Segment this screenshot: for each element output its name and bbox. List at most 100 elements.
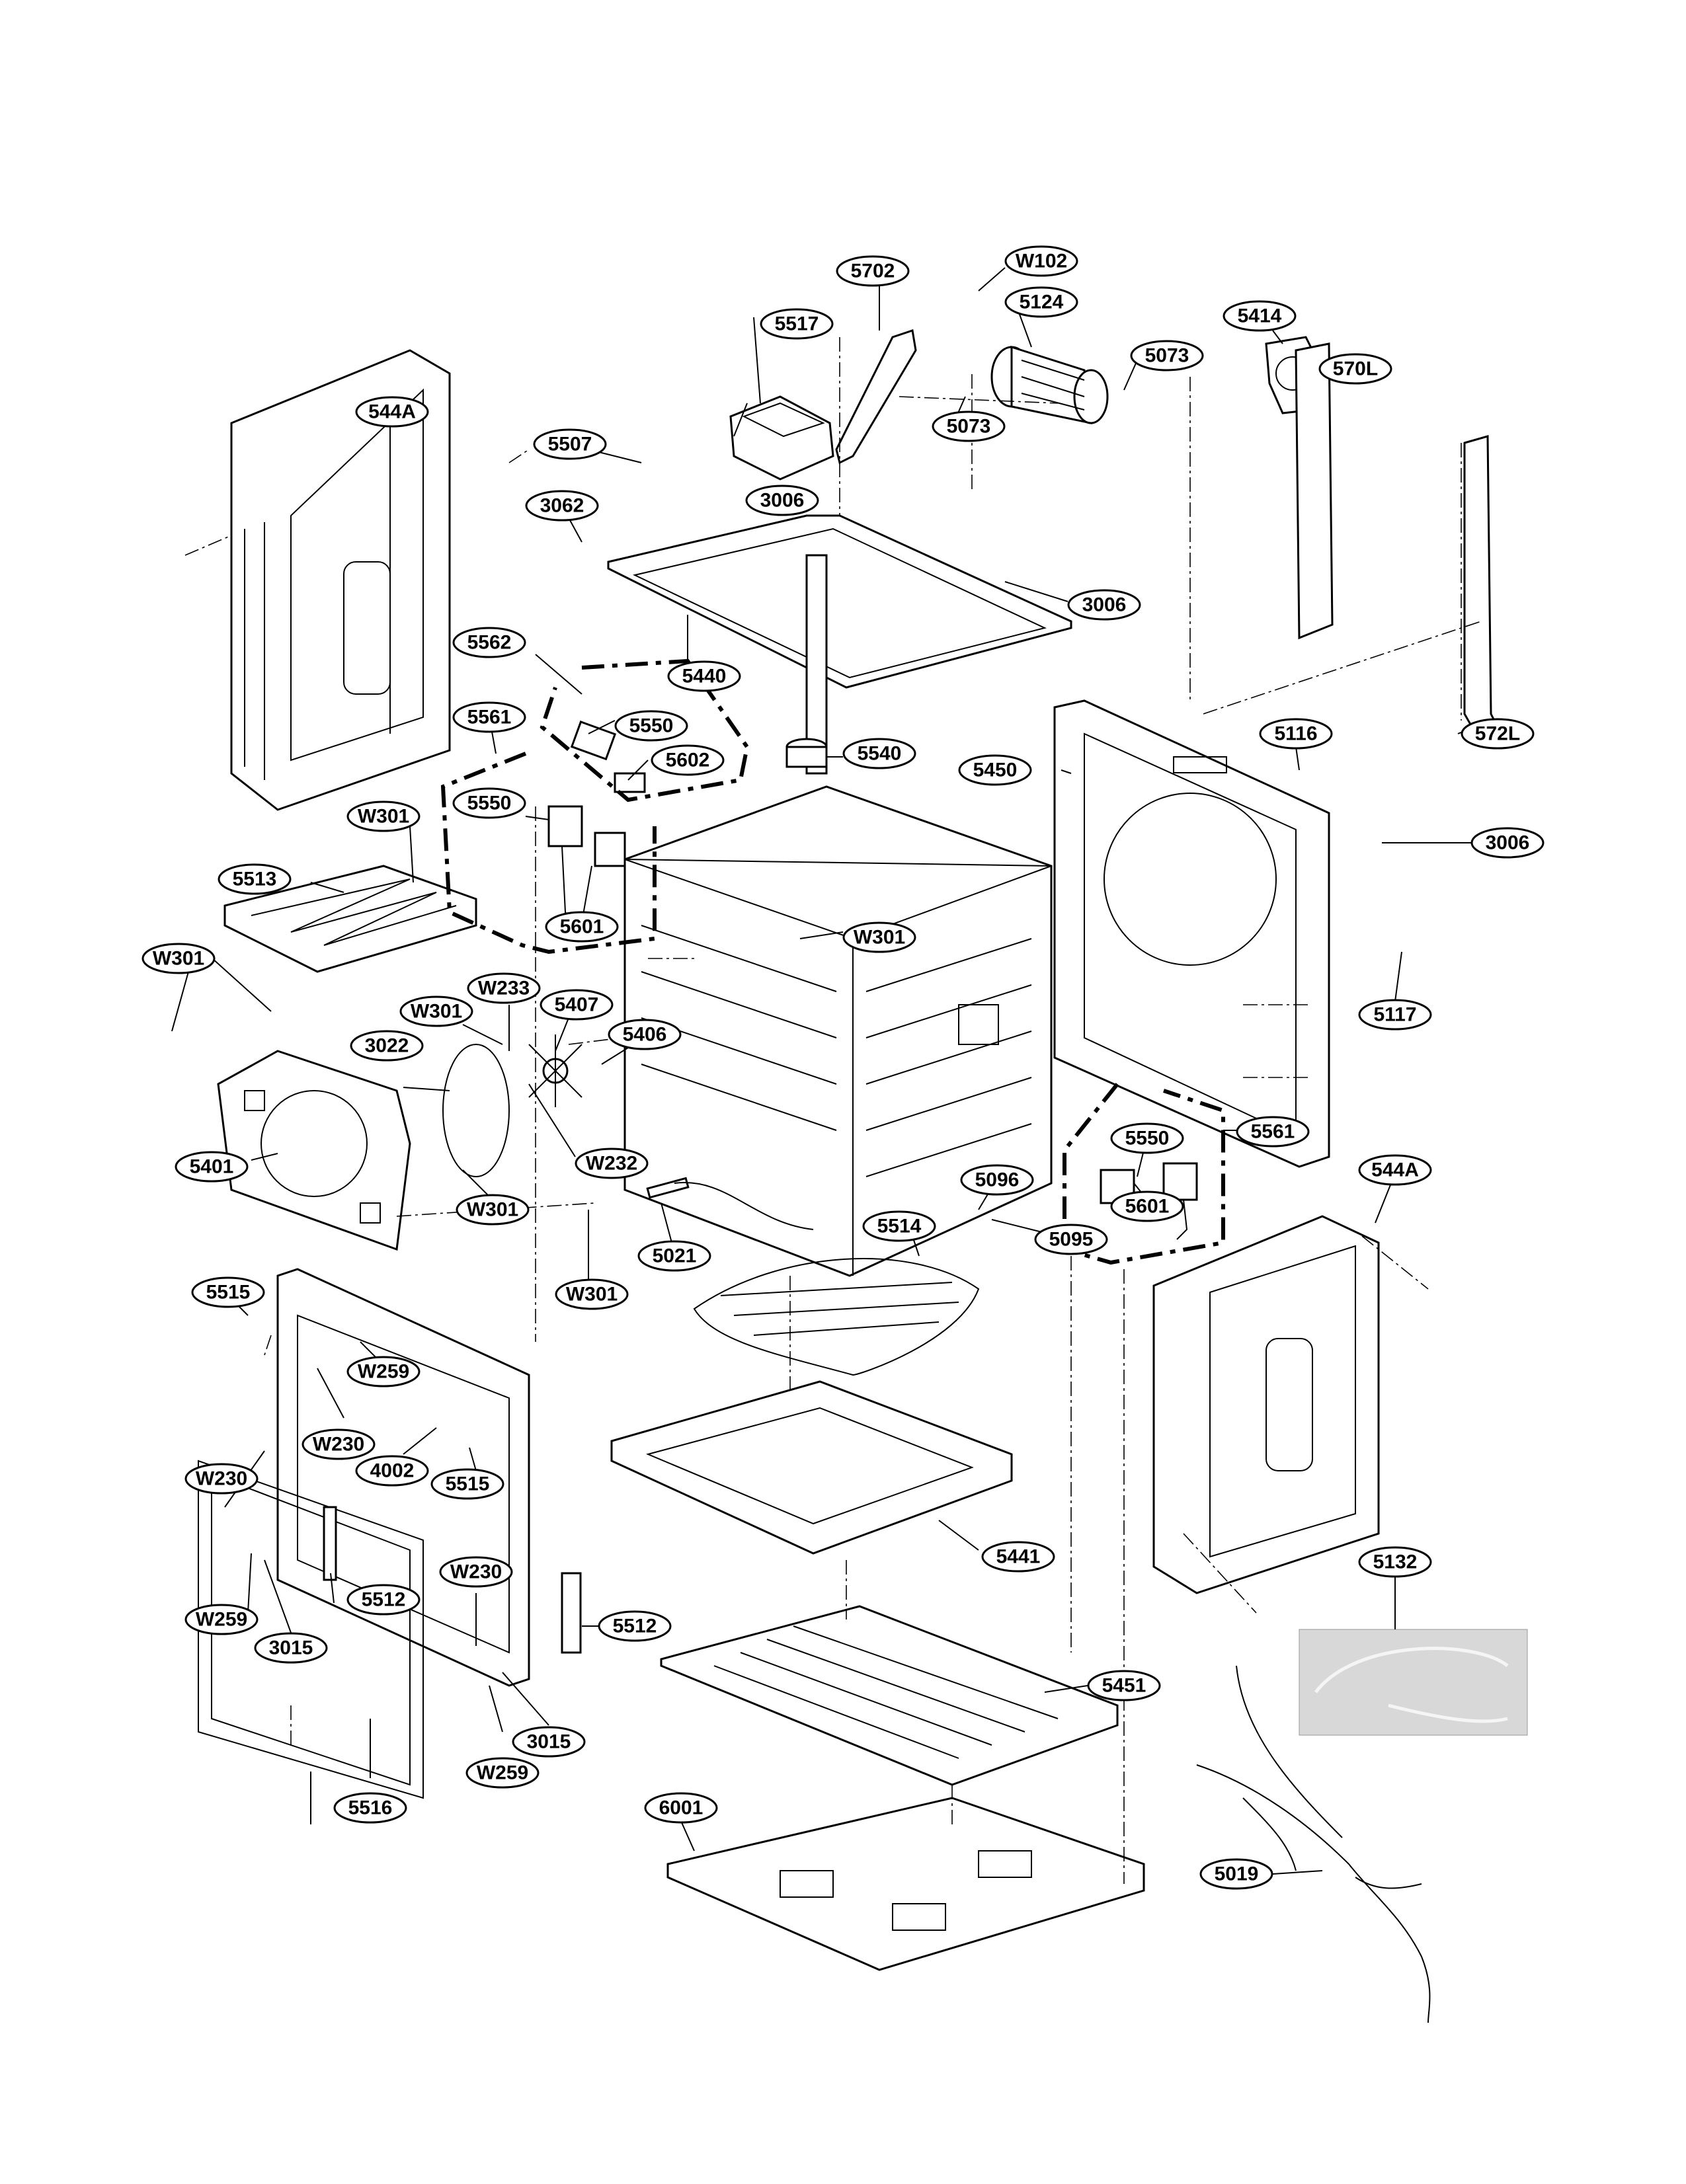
callout-label: 5602 xyxy=(666,750,710,771)
callout-label: 4002 xyxy=(370,1460,415,1482)
temperature-sensor xyxy=(646,1177,814,1230)
callout-5095[interactable]: 5095 xyxy=(1034,1224,1108,1255)
callout-5515-bottom[interactable]: 5515 xyxy=(430,1468,504,1500)
callout-5021[interactable]: 5021 xyxy=(637,1240,711,1272)
cooling-fan-assembly xyxy=(990,345,1109,424)
callout-5562[interactable]: 5562 xyxy=(452,627,526,658)
callout-5561-right[interactable]: 5561 xyxy=(1236,1116,1310,1148)
callout-w301-f[interactable]: W301 xyxy=(555,1278,629,1310)
vent-tube xyxy=(785,738,828,768)
callout-label: 5132 xyxy=(1373,1551,1418,1573)
callout-5517[interactable]: 5517 xyxy=(760,308,834,340)
callout-544a-bottom[interactable]: 544A xyxy=(1358,1154,1432,1186)
callout-5516[interactable]: 5516 xyxy=(333,1792,407,1824)
callout-w102[interactable]: W102 xyxy=(1004,245,1078,277)
callout-5550-right[interactable]: 5550 xyxy=(1110,1122,1184,1154)
callout-5601-right[interactable]: 5601 xyxy=(1110,1190,1184,1222)
callout-label: 6001 xyxy=(659,1797,703,1819)
callout-5602[interactable]: 5602 xyxy=(651,744,725,776)
callout-3006-right[interactable]: 3006 xyxy=(1067,589,1141,621)
callout-3022[interactable]: 3022 xyxy=(350,1030,424,1062)
control-housing xyxy=(729,395,834,481)
callout-5550-left[interactable]: 5550 xyxy=(452,787,526,819)
oven-cavity xyxy=(623,785,1053,1277)
callout-5117[interactable]: 5117 xyxy=(1358,999,1432,1031)
callout-5512-right[interactable]: 5512 xyxy=(598,1610,672,1642)
callout-w259-a[interactable]: W259 xyxy=(346,1356,421,1387)
callout-5601-left[interactable]: 5601 xyxy=(545,911,619,943)
callout-5540[interactable]: 5540 xyxy=(842,738,916,769)
callout-layer: W102 5702 5124 5517 5414 5073 5073 544A … xyxy=(141,245,1545,1890)
callout-5414[interactable]: 5414 xyxy=(1223,300,1297,332)
callout-5401[interactable]: 5401 xyxy=(175,1151,249,1183)
callout-3006-side[interactable]: 3006 xyxy=(1470,827,1545,859)
bottom-panel xyxy=(660,1605,1119,1786)
callout-3015-left[interactable]: 3015 xyxy=(254,1632,328,1664)
callout-5513[interactable]: 5513 xyxy=(218,863,292,895)
side-panel-right xyxy=(1152,1215,1380,1594)
callout-3006-top[interactable]: 3006 xyxy=(745,485,819,516)
callout-label: 5441 xyxy=(996,1546,1041,1568)
callout-4002[interactable]: 4002 xyxy=(355,1455,429,1487)
callout-544a-top[interactable]: 544A xyxy=(355,396,429,428)
callout-5440[interactable]: 5440 xyxy=(667,660,741,692)
callout-3062[interactable]: 3062 xyxy=(525,490,599,522)
callout-5514[interactable]: 5514 xyxy=(862,1210,936,1242)
convection-fan-cover xyxy=(217,1050,411,1251)
callout-5073-left[interactable]: 5073 xyxy=(932,410,1006,442)
callout-label: 544A xyxy=(368,401,416,423)
convection-fan-blade xyxy=(528,1034,582,1107)
callout-5702[interactable]: 5702 xyxy=(836,255,910,287)
callout-570l[interactable]: 570L xyxy=(1318,353,1392,385)
callout-w301-c[interactable]: W301 xyxy=(141,943,216,974)
callout-5124[interactable]: 5124 xyxy=(1004,286,1078,318)
callout-5096[interactable]: 5096 xyxy=(960,1164,1034,1196)
callout-label: 5019 xyxy=(1215,1863,1259,1885)
callout-5561-top[interactable]: 5561 xyxy=(452,701,526,733)
callout-5407[interactable]: 5407 xyxy=(540,989,614,1021)
callout-5451[interactable]: 5451 xyxy=(1087,1670,1161,1701)
callout-label: W301 xyxy=(467,1199,518,1221)
callout-w301-b[interactable]: W301 xyxy=(842,921,916,953)
callout-label: 5516 xyxy=(348,1797,393,1819)
callout-label: 5515 xyxy=(446,1473,490,1495)
callout-label: 5117 xyxy=(1373,1004,1416,1026)
callout-5406[interactable]: 5406 xyxy=(608,1019,682,1050)
callout-w233[interactable]: W233 xyxy=(467,972,541,1004)
callout-w301-d[interactable]: W301 xyxy=(399,995,473,1027)
callout-w230-c[interactable]: W230 xyxy=(439,1556,513,1588)
callout-label: 5562 xyxy=(467,632,512,654)
callout-label: W259 xyxy=(477,1762,528,1784)
callout-5073-right[interactable]: 5073 xyxy=(1130,340,1204,371)
callout-3015-right[interactable]: 3015 xyxy=(512,1726,586,1758)
callout-label: 5550 xyxy=(629,715,674,737)
callout-label: 5401 xyxy=(190,1156,234,1178)
callout-5512-left[interactable]: 5512 xyxy=(346,1584,421,1616)
callout-label: 5514 xyxy=(877,1216,922,1237)
oven-floor xyxy=(610,1380,1013,1555)
callout-w259-b[interactable]: W259 xyxy=(184,1604,259,1635)
callout-label: 5561 xyxy=(467,707,512,728)
callout-w301-e[interactable]: W301 xyxy=(456,1194,530,1226)
broil-element xyxy=(223,865,477,973)
callout-6001[interactable]: 6001 xyxy=(644,1792,718,1824)
callout-w301-a[interactable]: W301 xyxy=(346,800,421,832)
bake-element xyxy=(693,1258,980,1376)
callout-5450[interactable]: 5450 xyxy=(958,754,1032,786)
callout-w232[interactable]: W232 xyxy=(575,1148,649,1179)
callout-5019[interactable]: 5019 xyxy=(1199,1858,1273,1890)
callout-label: 5601 xyxy=(1125,1196,1170,1218)
callout-w259-c[interactable]: W259 xyxy=(465,1757,540,1789)
callout-5515-top[interactable]: 5515 xyxy=(191,1276,265,1308)
wire-harness xyxy=(1196,1665,1431,2023)
callout-5507[interactable]: 5507 xyxy=(533,428,607,460)
callout-label: 3006 xyxy=(1082,594,1127,616)
callout-5441[interactable]: 5441 xyxy=(981,1541,1055,1573)
callout-5550-top[interactable]: 5550 xyxy=(614,710,688,742)
callout-5116[interactable]: 5116 xyxy=(1259,718,1333,750)
callout-572l[interactable]: 572L xyxy=(1461,718,1535,750)
callout-w230-a[interactable]: W230 xyxy=(301,1428,376,1460)
callout-5132[interactable]: 5132 xyxy=(1358,1546,1432,1578)
callout-w230-b[interactable]: W230 xyxy=(184,1463,259,1495)
callout-label: 5561 xyxy=(1251,1121,1295,1143)
